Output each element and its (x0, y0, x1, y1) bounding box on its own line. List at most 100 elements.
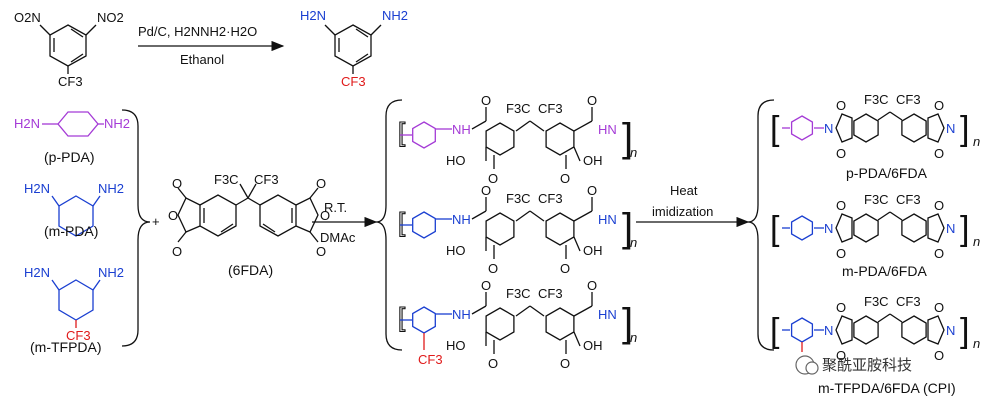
cf3-right: CF3 (254, 172, 279, 187)
repeat-n: n (630, 145, 637, 160)
repeat-n: n (973, 134, 980, 149)
pi-m-tfpda-name: m-TFPDA/6FDA (CPI) (818, 380, 956, 396)
imidization-arrow: Heat imidization (636, 183, 750, 228)
acid-oh-left: HO (446, 243, 466, 258)
imide-o-1: O (836, 98, 846, 113)
diamine-m-pda: H2N NH2 (m-PDA) (24, 181, 124, 239)
bracket-left: [ (770, 110, 780, 148)
acid-o-right: O (560, 261, 570, 276)
imide-o-2: O (836, 146, 846, 161)
amide-n: NH (452, 307, 471, 322)
paa-cf3-right: CF3 (538, 191, 563, 206)
m-tfpda-right-amine: NH2 (98, 265, 124, 280)
paa-cf3-left: F3C (506, 191, 531, 206)
pi-cf3-right: CF3 (896, 294, 921, 309)
m-pda-name: (m-PDA) (44, 223, 98, 239)
amide-n: NH (452, 122, 471, 137)
6fda-name: (6FDA) (228, 262, 273, 278)
acid-oh-right: OH (583, 153, 603, 168)
amide-o-2: O (587, 278, 597, 293)
paa-cf3: CF3 (418, 352, 443, 367)
amide-n-2: HN (598, 307, 617, 322)
acid-o-left: O (488, 261, 498, 276)
carbonyl-o-3: O (316, 176, 326, 191)
acid-oh-left: HO (446, 338, 466, 353)
imide-n-right: N (946, 221, 955, 236)
imide-o-4: O (934, 348, 944, 363)
pi-cf3-right: CF3 (896, 92, 921, 107)
dinitro-reactant: O2N NO2 CF3 (14, 10, 124, 89)
bracket-right: ] (960, 110, 969, 148)
bracket-left: [ (770, 210, 780, 248)
imide-o-4: O (934, 146, 944, 161)
pi-cf3-left: F3C (864, 294, 889, 309)
imide-o-3: O (934, 198, 944, 213)
imide-n-left: N (824, 121, 833, 136)
amide-o: O (481, 183, 491, 198)
step1-bottom-label: DMAc (320, 230, 356, 245)
m-tfpda-cf3: CF3 (66, 328, 91, 343)
carbonyl-o-4: O (316, 244, 326, 259)
p-pda-right-amine: NH2 (104, 116, 130, 131)
amide-o-2: O (587, 93, 597, 108)
acid-o-right: O (560, 171, 570, 186)
watermark-text: 聚酰亚胺科技 (822, 356, 912, 374)
imide-n-left: N (824, 221, 833, 236)
m-tfpda-name: (m-TFPDA) (30, 339, 102, 355)
cf3-left: F3C (214, 172, 239, 187)
tfpda-product: H2N NH2 CF3 (300, 8, 408, 89)
bracket-right: ] (622, 116, 633, 160)
m-pda-left-amine: H2N (24, 181, 50, 196)
pi-m-pda-name: m-PDA/6FDA (842, 263, 927, 279)
bracket-right: ] (960, 312, 969, 350)
carbonyl-o-1: O (172, 176, 182, 191)
anhydride-o-right: O (320, 208, 330, 223)
pi-p-pda-name: p-PDA/6FDA (846, 165, 928, 181)
product-cf3-label: CF3 (341, 74, 366, 89)
anhydride-o-left: O (168, 208, 178, 223)
pi-cf3-right: CF3 (896, 192, 921, 207)
polycondensation-arrow: R.T. DMAc (312, 200, 378, 245)
m-pda-right-amine: NH2 (98, 181, 124, 196)
diamine-p-pda: H2N NH2 (p-PDA) (14, 111, 130, 165)
step2-bottom-label: imidization (652, 204, 713, 219)
paa-cf3-right: CF3 (538, 101, 563, 116)
step2-top-label: Heat (670, 183, 698, 198)
pi-brace (747, 99, 775, 351)
imide-o-2: O (836, 246, 846, 261)
bracket-right: ] (622, 206, 633, 250)
reduction-arrow: Pd/C, H2NNH2·H2O Ethanol (138, 24, 285, 67)
paa-cf3-left: F3C (506, 101, 531, 116)
acid-o-right: O (560, 356, 570, 371)
cf3-label: CF3 (58, 74, 83, 89)
carbonyl-o-2: O (172, 244, 182, 259)
6fda-dianhydride: + O O O F3C CF3 O O O (6FDA) (152, 172, 330, 278)
p-pda-name: (p-PDA) (44, 149, 95, 165)
acid-oh-right: OH (583, 243, 603, 258)
imide-o-4: O (934, 246, 944, 261)
imide-o-1: O (836, 300, 846, 315)
acid-o-left: O (488, 171, 498, 186)
repeat-n: n (630, 235, 637, 250)
acid-oh-left: HO (446, 153, 466, 168)
repeat-n: n (973, 234, 980, 249)
amide-n-2: HN (598, 212, 617, 227)
amide-o-2: O (587, 183, 597, 198)
amide-o: O (481, 278, 491, 293)
bracket-right: ] (622, 301, 633, 345)
paa-cf3-right: CF3 (538, 286, 563, 301)
bracket-left: [ (398, 302, 406, 332)
imide-o-1: O (836, 198, 846, 213)
pi-cf3-left: F3C (864, 192, 889, 207)
imide-n-right: N (946, 121, 955, 136)
step1-top-label: R.T. (324, 200, 347, 215)
amide-n-2: HN (598, 122, 617, 137)
p-pda-left-amine: H2N (14, 116, 40, 131)
